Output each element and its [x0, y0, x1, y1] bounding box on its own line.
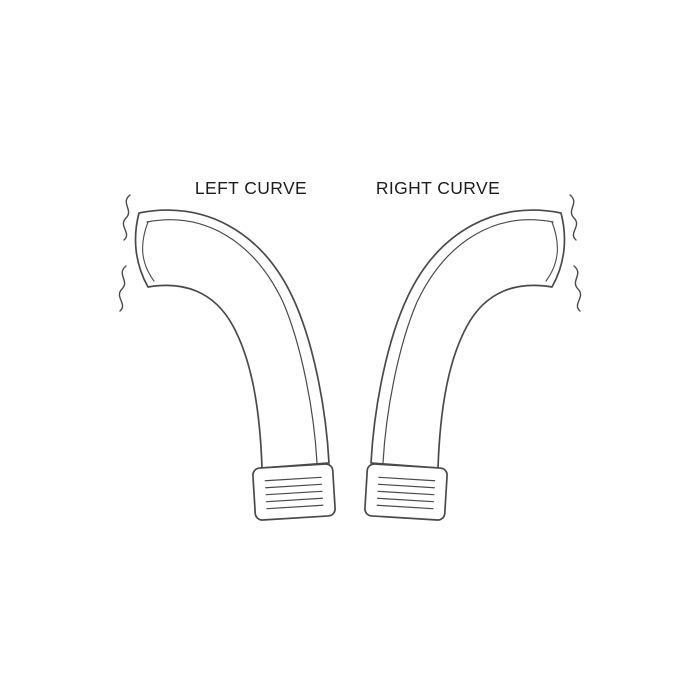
- break-mark-icon: [122, 194, 131, 241]
- end-cap-ribs: [264, 476, 324, 510]
- break-mark-icon: [118, 265, 127, 312]
- tube-inner-wall-line: [146, 219, 318, 464]
- tube-end-rim-line: [142, 221, 155, 282]
- right-curve-label: RIGHT CURVE: [375, 178, 501, 198]
- right-curve-figure: [363, 194, 582, 522]
- left-curve-figure: [118, 194, 336, 521]
- left-curve-label: LEFT CURVE: [194, 178, 308, 198]
- end-cap-body: [252, 463, 336, 521]
- ribbed-end-cap: [252, 463, 336, 521]
- tube-outline: [134, 209, 330, 469]
